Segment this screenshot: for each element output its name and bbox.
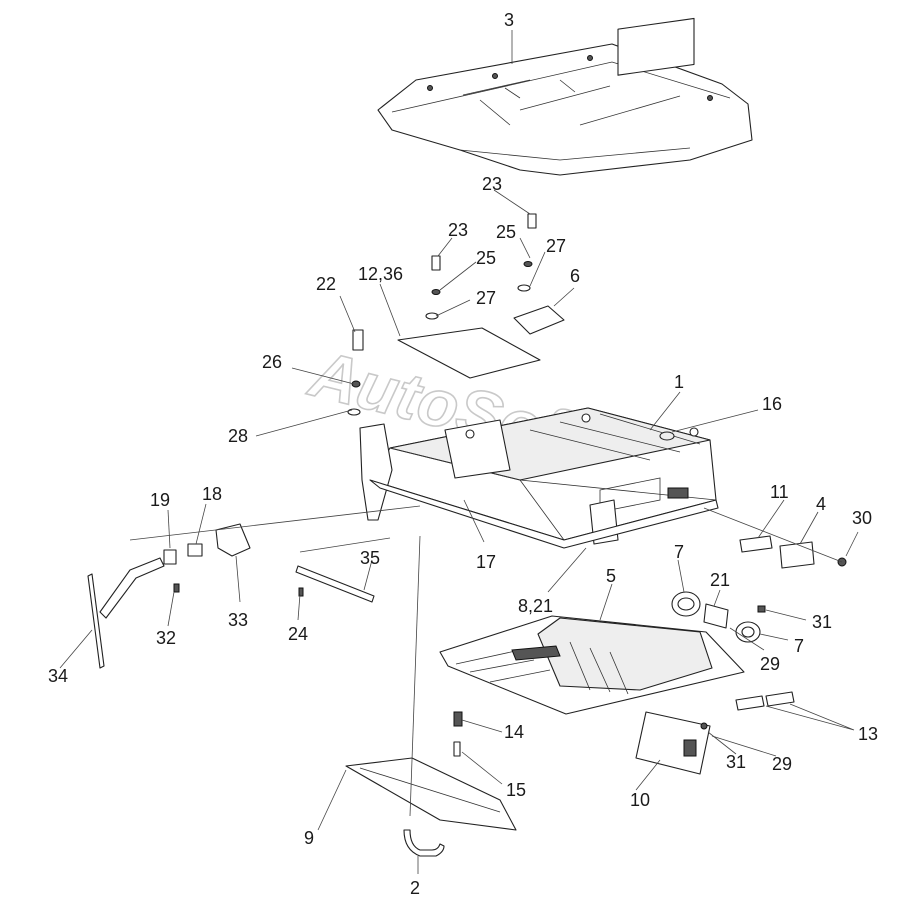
callout-label: 3 [504, 10, 514, 30]
callout-labels: 3 23 23 25 25 27 27 22 12,36 6 26 28 1 1… [48, 10, 878, 898]
pivot-part [163, 549, 177, 565]
callout-label: 29 [772, 754, 792, 774]
callout-label: 34 [48, 666, 68, 686]
screw-part-2 [298, 587, 304, 597]
callout-label: 15 [506, 780, 526, 800]
callout-label: 27 [546, 236, 566, 256]
callout-label: 30 [852, 508, 872, 528]
callout-label: 16 [762, 394, 782, 414]
rod-part [295, 565, 375, 603]
callout-label: 22 [316, 274, 336, 294]
callout-label: 27 [476, 288, 496, 308]
bushing-part [187, 543, 203, 557]
callout-label: 35 [360, 548, 380, 568]
callout-label: 23 [482, 174, 502, 194]
handle-part [403, 829, 445, 857]
vent-part [735, 695, 765, 711]
headliner-part [439, 615, 745, 715]
callout-label: 23 [448, 220, 468, 240]
wiper-motor-part [215, 523, 251, 557]
callout-label: 25 [496, 222, 516, 242]
callout-label: 9 [304, 828, 314, 848]
callout-label: 12,36 [358, 264, 403, 284]
clip-part [757, 605, 766, 613]
callout-label: 25 [476, 248, 496, 268]
callout-label: 19 [150, 490, 170, 510]
callout-label: 7 [674, 542, 684, 562]
callout-label: 8,21 [518, 596, 553, 616]
bolts-and-washers [347, 213, 537, 416]
callout-label: 31 [812, 612, 832, 632]
callout-label: 4 [816, 494, 826, 514]
cap-part [659, 431, 675, 441]
callout-label: 1 [674, 372, 684, 392]
callout-label: 31 [726, 752, 746, 772]
hatch-cover-part [513, 305, 565, 335]
callout-label: 11 [770, 482, 789, 502]
roof-frame-part [359, 407, 719, 549]
callout-label: 24 [288, 624, 308, 644]
vent-part-2 [765, 691, 795, 707]
control-panel-part [635, 711, 711, 775]
callout-label: 33 [228, 610, 248, 630]
callout-label: 13 [858, 724, 878, 744]
callout-label: 14 [504, 722, 524, 742]
callout-label: 21 [710, 570, 730, 590]
callout-label: 17 [476, 552, 496, 572]
callout-label: 7 [794, 636, 804, 656]
roof-cover-part [377, 17, 753, 176]
callout-label: 28 [228, 426, 248, 446]
fastener-part-2 [453, 741, 461, 757]
callout-label: 26 [262, 352, 282, 372]
callout-label: 2 [410, 878, 420, 898]
fastener-part [453, 711, 463, 727]
callout-label: 6 [570, 266, 580, 286]
callout-label: 29 [760, 654, 780, 674]
switch-plate-part [703, 603, 729, 629]
top-panel-part [397, 327, 541, 379]
lens-part [739, 535, 773, 553]
leader-lines [59, 30, 859, 874]
callout-label: 5 [606, 566, 616, 586]
callout-label: 10 [630, 790, 650, 810]
bolt-part [173, 583, 180, 593]
lamp-part [779, 541, 815, 569]
callout-label: 18 [202, 484, 222, 504]
wiper-part [87, 557, 165, 669]
callout-label: 32 [156, 628, 176, 648]
trim-part [345, 757, 517, 831]
